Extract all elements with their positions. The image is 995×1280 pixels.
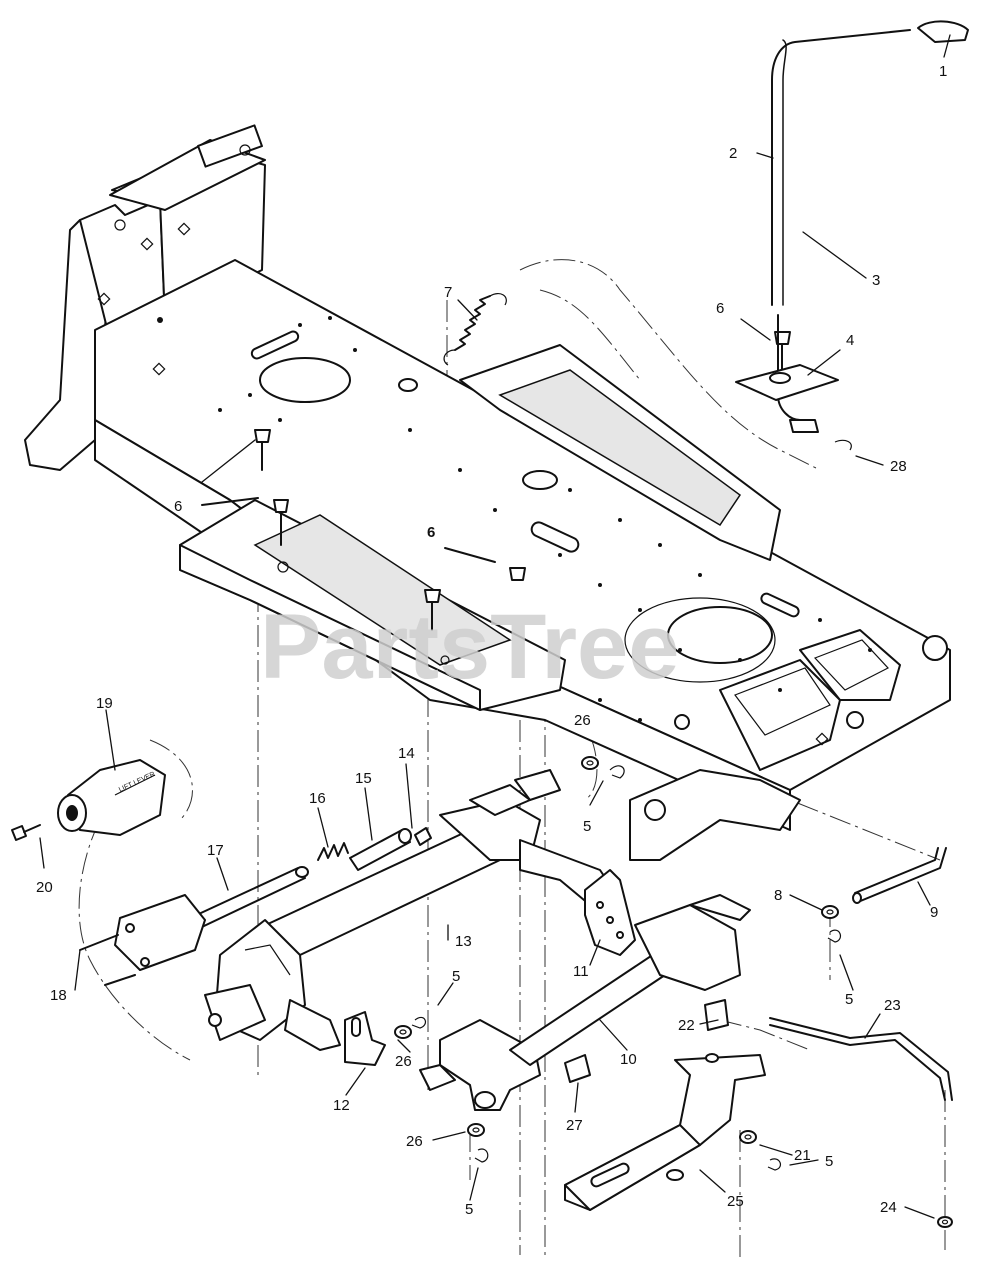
bracket-item-11 bbox=[584, 869, 636, 956]
callout-5-right: 5 bbox=[845, 991, 853, 1008]
callout-16: 16 bbox=[309, 790, 326, 807]
bolt-icon bbox=[424, 589, 441, 631]
spring-item-7 bbox=[443, 293, 507, 366]
callout-25: 25 bbox=[727, 1193, 744, 1210]
bolt-icon bbox=[509, 567, 526, 581]
washers-and-pins bbox=[394, 756, 953, 1228]
callout-26-upper: 26 bbox=[574, 712, 591, 729]
cotter-pin-icon bbox=[767, 1158, 782, 1171]
callout-5-bottom: 5 bbox=[465, 1201, 473, 1218]
callout-3: 3 bbox=[872, 272, 880, 289]
washer-icon bbox=[821, 905, 839, 919]
washer-icon bbox=[581, 756, 599, 770]
lift-shaft-assembly bbox=[79, 769, 621, 1051]
cotter-pin-icon bbox=[411, 1016, 427, 1029]
callout-11: 11 bbox=[573, 963, 589, 980]
cotter-pin-icon bbox=[609, 765, 625, 779]
callout-5-lower-right: 5 bbox=[825, 1153, 833, 1170]
callout-15: 15 bbox=[355, 770, 372, 787]
callout-4: 4 bbox=[846, 332, 854, 349]
bolt-icon bbox=[254, 429, 271, 471]
callout-10: 10 bbox=[620, 1051, 637, 1068]
washer-icon bbox=[739, 1130, 757, 1144]
chassis-frame bbox=[24, 124, 951, 861]
rod-item-9 bbox=[852, 847, 947, 904]
callout-20: 20 bbox=[36, 879, 53, 896]
callout-7: 7 bbox=[444, 284, 452, 301]
callout-26-mid: 26 bbox=[395, 1053, 412, 1070]
callout-5-upper: 5 bbox=[583, 818, 591, 835]
callout-14: 14 bbox=[398, 745, 415, 762]
callout-23: 23 bbox=[884, 997, 901, 1014]
callout-13: 13 bbox=[455, 933, 472, 950]
cotter-pin-icon bbox=[474, 1148, 489, 1163]
callout-27: 27 bbox=[566, 1117, 583, 1134]
lift-lever-knob: LIFT LEVER bbox=[57, 759, 166, 836]
washer-icon bbox=[937, 1216, 953, 1228]
callout-6-left: 6 bbox=[174, 498, 182, 515]
callout-1: 1 bbox=[939, 63, 947, 80]
callout-26-lower: 26 bbox=[406, 1133, 423, 1150]
callout-21: 21 bbox=[794, 1147, 811, 1164]
washer-icon bbox=[394, 1025, 412, 1039]
callout-24: 24 bbox=[880, 1199, 897, 1216]
bolt-icon bbox=[273, 499, 289, 546]
front-lift-arm-10 bbox=[419, 894, 751, 1111]
callout-6-top: 6 bbox=[716, 300, 724, 317]
cotter-pin-icon bbox=[827, 929, 842, 943]
callout-9: 9 bbox=[930, 904, 938, 921]
bracket-item-12 bbox=[344, 1011, 386, 1066]
callout-28: 28 bbox=[890, 458, 907, 475]
plate-item-25 bbox=[564, 1053, 766, 1211]
nut-item-27 bbox=[564, 1054, 591, 1083]
callout-18: 18 bbox=[50, 987, 67, 1004]
watermark: PartsTree bbox=[260, 596, 679, 698]
callout-2: 2 bbox=[729, 145, 737, 162]
bolt-item-20 bbox=[11, 824, 41, 841]
callout-12: 12 bbox=[333, 1097, 350, 1114]
rod-item-23 bbox=[704, 999, 953, 1101]
callout-17: 17 bbox=[207, 842, 224, 859]
callout-22: 22 bbox=[678, 1017, 695, 1034]
leader-lines bbox=[39, 34, 951, 1219]
washer-icon bbox=[467, 1123, 485, 1137]
foot-plate bbox=[179, 499, 566, 711]
callout-6-center: 6 bbox=[427, 524, 435, 541]
callout-5-mid: 5 bbox=[452, 968, 460, 985]
bolts-item-6 bbox=[201, 331, 791, 631]
callout-19: 19 bbox=[96, 695, 113, 712]
lift-handle bbox=[735, 20, 969, 451]
callouts: 1 2 3 6 4 28 7 6 6 19 20 26 5 14 15 16 1… bbox=[36, 63, 947, 1218]
callout-8: 8 bbox=[774, 887, 782, 904]
